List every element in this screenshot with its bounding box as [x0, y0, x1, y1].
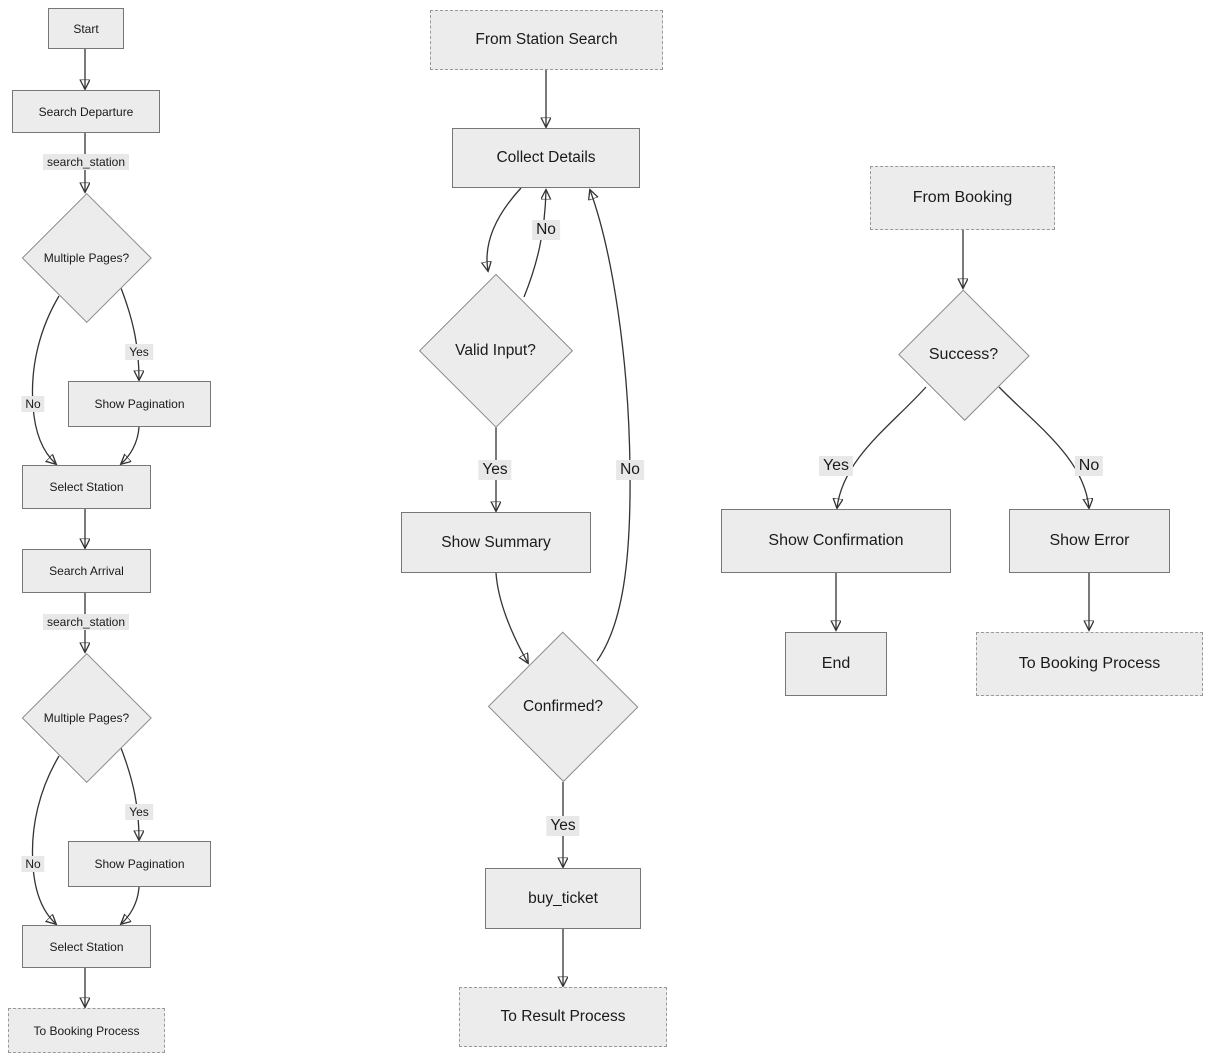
edge-label-yes-valid-input: Yes [478, 460, 512, 480]
edge-label-no-left-1: No [21, 396, 45, 412]
node-show-summary: Show Summary [401, 512, 591, 573]
node-show-error-label: Show Error [1049, 532, 1130, 549]
edge-success-showconfirmation-yes [837, 386, 927, 508]
node-start: Start [48, 8, 124, 49]
edge-label-no-left-2: No [21, 856, 45, 872]
edge-showsummary-confirmed [495, 572, 528, 663]
node-buy-ticket: buy_ticket [485, 868, 641, 929]
edge-multiplepages2-showpagination2-yes [120, 747, 139, 840]
node-multiple-pages-1: Multiple Pages? [21, 192, 152, 324]
edge-label-yes-confirmed: Yes [546, 816, 580, 836]
node-end-label: End [821, 655, 851, 672]
node-show-pagination-2: Show Pagination [68, 841, 211, 887]
node-valid-input: Valid Input? [418, 273, 573, 428]
node-show-pagination-1: Show Pagination [68, 381, 211, 427]
edge-label-no-valid-input: No [532, 220, 560, 240]
node-multiple-pages-1-label: Multiple Pages? [43, 251, 130, 265]
node-search-departure: Search Departure [12, 90, 160, 133]
node-buy-ticket-label: buy_ticket [528, 889, 598, 907]
edge-success-showerror-no [998, 386, 1089, 508]
edge-collectdetails-validinput [487, 187, 522, 271]
node-show-confirmation: Show Confirmation [721, 509, 951, 573]
node-to-booking-process-1-label: To Booking Process [33, 1023, 140, 1038]
node-confirmed: Confirmed? [487, 630, 639, 783]
edge-multiplepages1-showpagination1-yes [120, 287, 139, 380]
edge-showpagination2-selectstation2 [121, 886, 140, 924]
node-start-label: Start [73, 21, 99, 36]
node-select-station-2: Select Station [22, 925, 151, 968]
edge-label-search-station-2: search_station [42, 614, 130, 630]
node-multiple-pages-2-label: Multiple Pages? [43, 711, 130, 725]
edge-label-no-success: No [1074, 456, 1104, 476]
node-from-station-search-label: From Station Search [475, 31, 618, 48]
node-end: End [785, 632, 887, 696]
edge-label-search-station-1: search_station [42, 154, 130, 170]
node-show-confirmation-label: Show Confirmation [768, 532, 904, 549]
node-collect-details: Collect Details [452, 128, 640, 188]
node-search-arrival-label: Search Arrival [49, 564, 124, 578]
node-search-arrival: Search Arrival [22, 549, 151, 593]
node-show-pagination-1-label: Show Pagination [94, 397, 185, 411]
edge-confirmed-collectdetails-no [590, 190, 631, 662]
node-select-station-2-label: Select Station [49, 939, 124, 954]
edge-showpagination1-selectstation1 [121, 426, 140, 464]
node-show-pagination-2-label: Show Pagination [94, 857, 185, 871]
node-from-station-search: From Station Search [430, 10, 663, 70]
node-to-result-process: To Result Process [459, 987, 667, 1047]
node-show-summary-label: Show Summary [441, 533, 551, 551]
node-multiple-pages-2: Multiple Pages? [21, 652, 152, 784]
node-select-station-1-label: Select Station [49, 480, 124, 494]
node-collect-details-label: Collect Details [496, 149, 596, 166]
node-search-departure-label: Search Departure [38, 104, 134, 119]
node-success-label: Success? [928, 346, 999, 363]
edge-label-yes-success: Yes [818, 456, 854, 476]
edge-validinput-collectdetails-no [523, 190, 546, 298]
edge-label-yes-left-2: Yes [125, 804, 153, 820]
edge-label-yes-left-1: Yes [125, 344, 153, 360]
edge-label-no-confirmed: No [616, 460, 644, 480]
node-to-booking-process-2: To Booking Process [976, 632, 1203, 696]
node-from-booking-label: From Booking [912, 189, 1013, 206]
node-valid-input-label: Valid Input? [455, 341, 536, 359]
node-success: Success? [897, 289, 1030, 421]
node-confirmed-label: Confirmed? [522, 697, 604, 715]
node-from-booking: From Booking [870, 166, 1055, 230]
node-to-result-process-label: To Result Process [500, 1008, 626, 1025]
node-show-error: Show Error [1009, 509, 1170, 573]
node-select-station-1: Select Station [22, 465, 151, 509]
node-to-booking-process-1: To Booking Process [8, 1008, 165, 1053]
node-to-booking-process-2-label: To Booking Process [1018, 655, 1161, 672]
